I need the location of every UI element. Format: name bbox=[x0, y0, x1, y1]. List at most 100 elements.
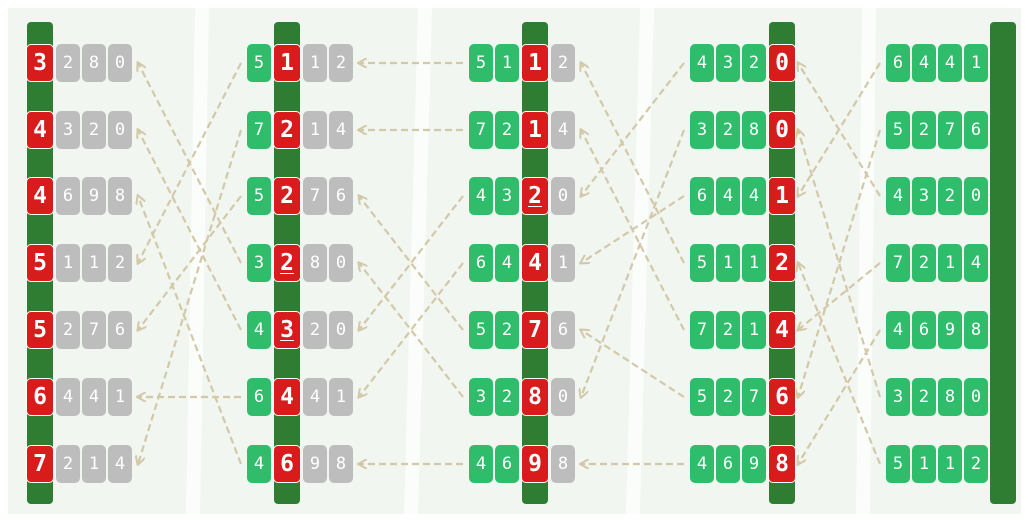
digit-tile-c0-r0-d0: 3 bbox=[26, 44, 54, 82]
digit-tile-c3-r3-d2: 1 bbox=[742, 244, 766, 282]
digit-tile-c3-r1-d2: 8 bbox=[742, 111, 766, 149]
digit-tile-c2-r1-d1: 2 bbox=[495, 111, 519, 149]
digit-tile-c3-r3-d3: 2 bbox=[768, 244, 796, 282]
digit-tile-c4-r0-d1: 4 bbox=[912, 44, 936, 82]
digit-tile-c1-r0-d3: 2 bbox=[329, 44, 353, 82]
digit-tile-c2-r3-d0: 6 bbox=[469, 244, 493, 282]
digit-tile-c4-r3-d0: 7 bbox=[886, 244, 910, 282]
digit-tile-c4-r2-d0: 4 bbox=[886, 177, 910, 215]
digit-tile-c4-r6-d0: 5 bbox=[886, 445, 910, 483]
bucket-bar-4 bbox=[990, 22, 1016, 504]
digit-tile-c3-r6-d2: 9 bbox=[742, 445, 766, 483]
digit-tile-c3-r3-d1: 1 bbox=[716, 244, 740, 282]
digit-tile-c3-r4-d2: 1 bbox=[742, 311, 766, 349]
digit-tile-c3-r2-d1: 4 bbox=[716, 177, 740, 215]
digit-tile-c0-r1-d2: 2 bbox=[82, 111, 106, 149]
digit-tile-c3-r5-d0: 5 bbox=[690, 378, 714, 416]
digit-tile-c3-r5-d3: 6 bbox=[768, 378, 796, 416]
digit-tile-c2-r0-d3: 2 bbox=[551, 44, 575, 82]
digit-tile-c3-r0-d0: 4 bbox=[690, 44, 714, 82]
digit-tile-c4-r6-d2: 1 bbox=[938, 445, 962, 483]
digit-tile-c0-r2-d1: 6 bbox=[56, 177, 80, 215]
digit-tile-c4-r1-d1: 2 bbox=[912, 111, 936, 149]
digit-tile-c2-r4-d3: 6 bbox=[551, 311, 575, 349]
digit-tile-c1-r1-d3: 4 bbox=[329, 111, 353, 149]
digit-tile-c2-r6-d1: 6 bbox=[495, 445, 519, 483]
arrow-c1-r6-to-c0-r2 bbox=[138, 196, 243, 465]
digit-tile-c0-r1-d0: 4 bbox=[26, 111, 54, 149]
digit-tile-c4-r4-d2: 9 bbox=[938, 311, 962, 349]
digit-tile-c3-r4-d1: 2 bbox=[716, 311, 740, 349]
digit-tile-c3-r5-d1: 2 bbox=[716, 378, 740, 416]
arrow-c1-r0-to-c0-r3 bbox=[138, 62, 242, 263]
digit-tile-c0-r1-d3: 0 bbox=[108, 111, 132, 149]
digit-tile-c0-r5-d0: 6 bbox=[26, 378, 54, 416]
digit-tile-c0-r1-d1: 3 bbox=[56, 111, 80, 149]
digit-tile-c1-r4-d3: 0 bbox=[329, 311, 353, 349]
digit-tile-c4-r4-d0: 4 bbox=[886, 311, 910, 349]
digit-tile-c1-r5-d1: 4 bbox=[273, 378, 301, 416]
digit-tile-c3-r4-d3: 4 bbox=[768, 311, 796, 349]
digit-tile-c2-r1-d2: 1 bbox=[521, 111, 549, 149]
digit-tile-c1-r0-d1: 1 bbox=[273, 44, 301, 82]
digit-tile-c3-r6-d3: 8 bbox=[768, 445, 796, 483]
arrow-c4-r6-to-c3-r3 bbox=[798, 263, 882, 465]
digit-tile-c4-r6-d3: 2 bbox=[964, 445, 988, 483]
digit-tile-c0-r3-d3: 2 bbox=[108, 244, 132, 282]
digit-tile-c1-r5-d2: 4 bbox=[303, 378, 327, 416]
arrow-c4-r1-to-c3-r5 bbox=[798, 129, 882, 397]
digit-tile-c2-r3-d3: 1 bbox=[551, 244, 575, 282]
arrow-c3-r1-to-c2-r5 bbox=[581, 129, 686, 397]
arrow-c2-r4-to-c1-r2 bbox=[359, 196, 464, 331]
digit-tile-c1-r5-d0: 6 bbox=[247, 378, 271, 416]
digit-tile-c2-r4-d1: 2 bbox=[495, 311, 519, 349]
digit-tile-c0-r2-d3: 8 bbox=[108, 177, 132, 215]
digit-tile-c3-r6-d0: 4 bbox=[690, 445, 714, 483]
arrow-c1-r1-to-c0-r6 bbox=[138, 129, 243, 464]
digit-tile-c1-r3-d3: 0 bbox=[329, 244, 353, 282]
digit-tile-c2-r4-d0: 5 bbox=[469, 311, 493, 349]
digit-tile-c4-r4-d3: 8 bbox=[964, 311, 988, 349]
band-2 bbox=[626, 8, 654, 514]
digit-tile-c4-r1-d0: 5 bbox=[886, 111, 910, 149]
digit-tile-c2-r2-d2: 2 bbox=[521, 177, 549, 215]
digit-tile-c0-r2-d0: 4 bbox=[26, 177, 54, 215]
digit-tile-c0-r6-d1: 2 bbox=[56, 445, 80, 483]
digit-tile-c2-r5-d2: 8 bbox=[521, 378, 549, 416]
arrow-c4-r3-to-c3-r4 bbox=[798, 262, 881, 330]
digit-tile-c1-r1-d0: 7 bbox=[247, 111, 271, 149]
digit-tile-c3-r0-d1: 3 bbox=[716, 44, 740, 82]
digit-tile-c1-r6-d3: 8 bbox=[329, 445, 353, 483]
digit-tile-c4-r2-d1: 3 bbox=[912, 177, 936, 215]
digit-tile-c3-r6-d1: 6 bbox=[716, 445, 740, 483]
digit-tile-c1-r1-d2: 1 bbox=[303, 111, 327, 149]
digit-tile-c3-r1-d0: 3 bbox=[690, 111, 714, 149]
digit-tile-c2-r4-d2: 7 bbox=[521, 311, 549, 349]
digit-tile-c4-r1-d3: 6 bbox=[964, 111, 988, 149]
digit-tile-c2-r3-d1: 4 bbox=[495, 244, 519, 282]
digit-tile-c0-r6-d0: 7 bbox=[26, 445, 54, 483]
digit-tile-c2-r1-d0: 7 bbox=[469, 111, 493, 149]
digit-tile-c2-r2-d0: 4 bbox=[469, 177, 493, 215]
digit-tile-c4-r4-d1: 6 bbox=[912, 311, 936, 349]
digit-tile-c0-r5-d1: 4 bbox=[56, 378, 80, 416]
digit-tile-c3-r2-d2: 4 bbox=[742, 177, 766, 215]
digit-tile-c0-r4-d1: 2 bbox=[56, 311, 80, 349]
digit-tile-c1-r0-d2: 1 bbox=[303, 44, 327, 82]
digit-tile-c2-r3-d2: 4 bbox=[521, 244, 549, 282]
digit-tile-c3-r1-d1: 2 bbox=[716, 111, 740, 149]
digit-tile-c4-r5-d2: 8 bbox=[938, 378, 962, 416]
digit-tile-c4-r2-d3: 0 bbox=[964, 177, 988, 215]
arrow-c4-r4-to-c3-r6 bbox=[798, 329, 881, 464]
digit-tile-c1-r2-d2: 7 bbox=[303, 177, 327, 215]
digit-tile-c1-r2-d0: 5 bbox=[247, 177, 271, 215]
digit-tile-c1-r3-d0: 3 bbox=[247, 244, 271, 282]
digit-tile-c2-r6-d3: 8 bbox=[551, 445, 575, 483]
digit-tile-c2-r0-d1: 1 bbox=[495, 44, 519, 82]
digit-tile-c3-r0-d3: 0 bbox=[768, 44, 796, 82]
digit-tile-c4-r6-d1: 1 bbox=[912, 445, 936, 483]
digit-tile-c1-r6-d2: 9 bbox=[303, 445, 327, 483]
band-3 bbox=[856, 8, 876, 514]
digit-tile-c4-r3-d3: 4 bbox=[964, 244, 988, 282]
digit-tile-c0-r0-d3: 0 bbox=[108, 44, 132, 82]
